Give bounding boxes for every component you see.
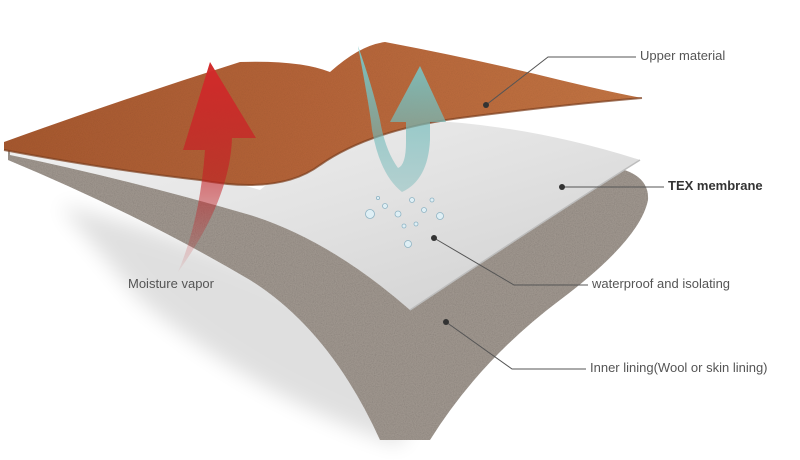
- droplet: [394, 210, 402, 218]
- droplet: [436, 212, 444, 220]
- droplet: [409, 197, 415, 203]
- upper-material-layer: [3, 42, 643, 186]
- droplet: [429, 197, 435, 203]
- droplet: [401, 223, 407, 229]
- droplet: [404, 240, 412, 248]
- leader-dot-inner: [443, 319, 449, 325]
- droplet: [421, 207, 427, 213]
- leader-dot-upper: [483, 102, 489, 108]
- moisture-vapor-arrow: [178, 62, 256, 272]
- leader-inner-lining: [445, 321, 586, 370]
- drop-shadow: [60, 205, 412, 445]
- label-tex-membrane: TEX membrane: [668, 178, 763, 193]
- label-inner-lining: Inner lining(Wool or skin lining): [590, 360, 768, 375]
- droplet: [365, 209, 375, 219]
- label-waterproof: waterproof and isolating: [592, 276, 731, 291]
- leader-dot-waterproof: [431, 235, 437, 241]
- leader-dot-tex: [559, 184, 565, 190]
- droplet: [413, 221, 419, 227]
- label-moisture-vapor: Moisture vapor: [128, 276, 214, 291]
- water-droplets: [365, 195, 444, 248]
- label-upper-material: Upper material: [640, 48, 726, 63]
- leader-waterproof: [433, 237, 588, 286]
- droplet: [375, 195, 380, 200]
- water-deflect-arrow: [358, 46, 446, 192]
- tex-membrane-layer: [10, 120, 641, 311]
- leader-upper-material: [485, 56, 636, 106]
- droplet: [382, 203, 388, 209]
- leader-lines: [431, 56, 664, 370]
